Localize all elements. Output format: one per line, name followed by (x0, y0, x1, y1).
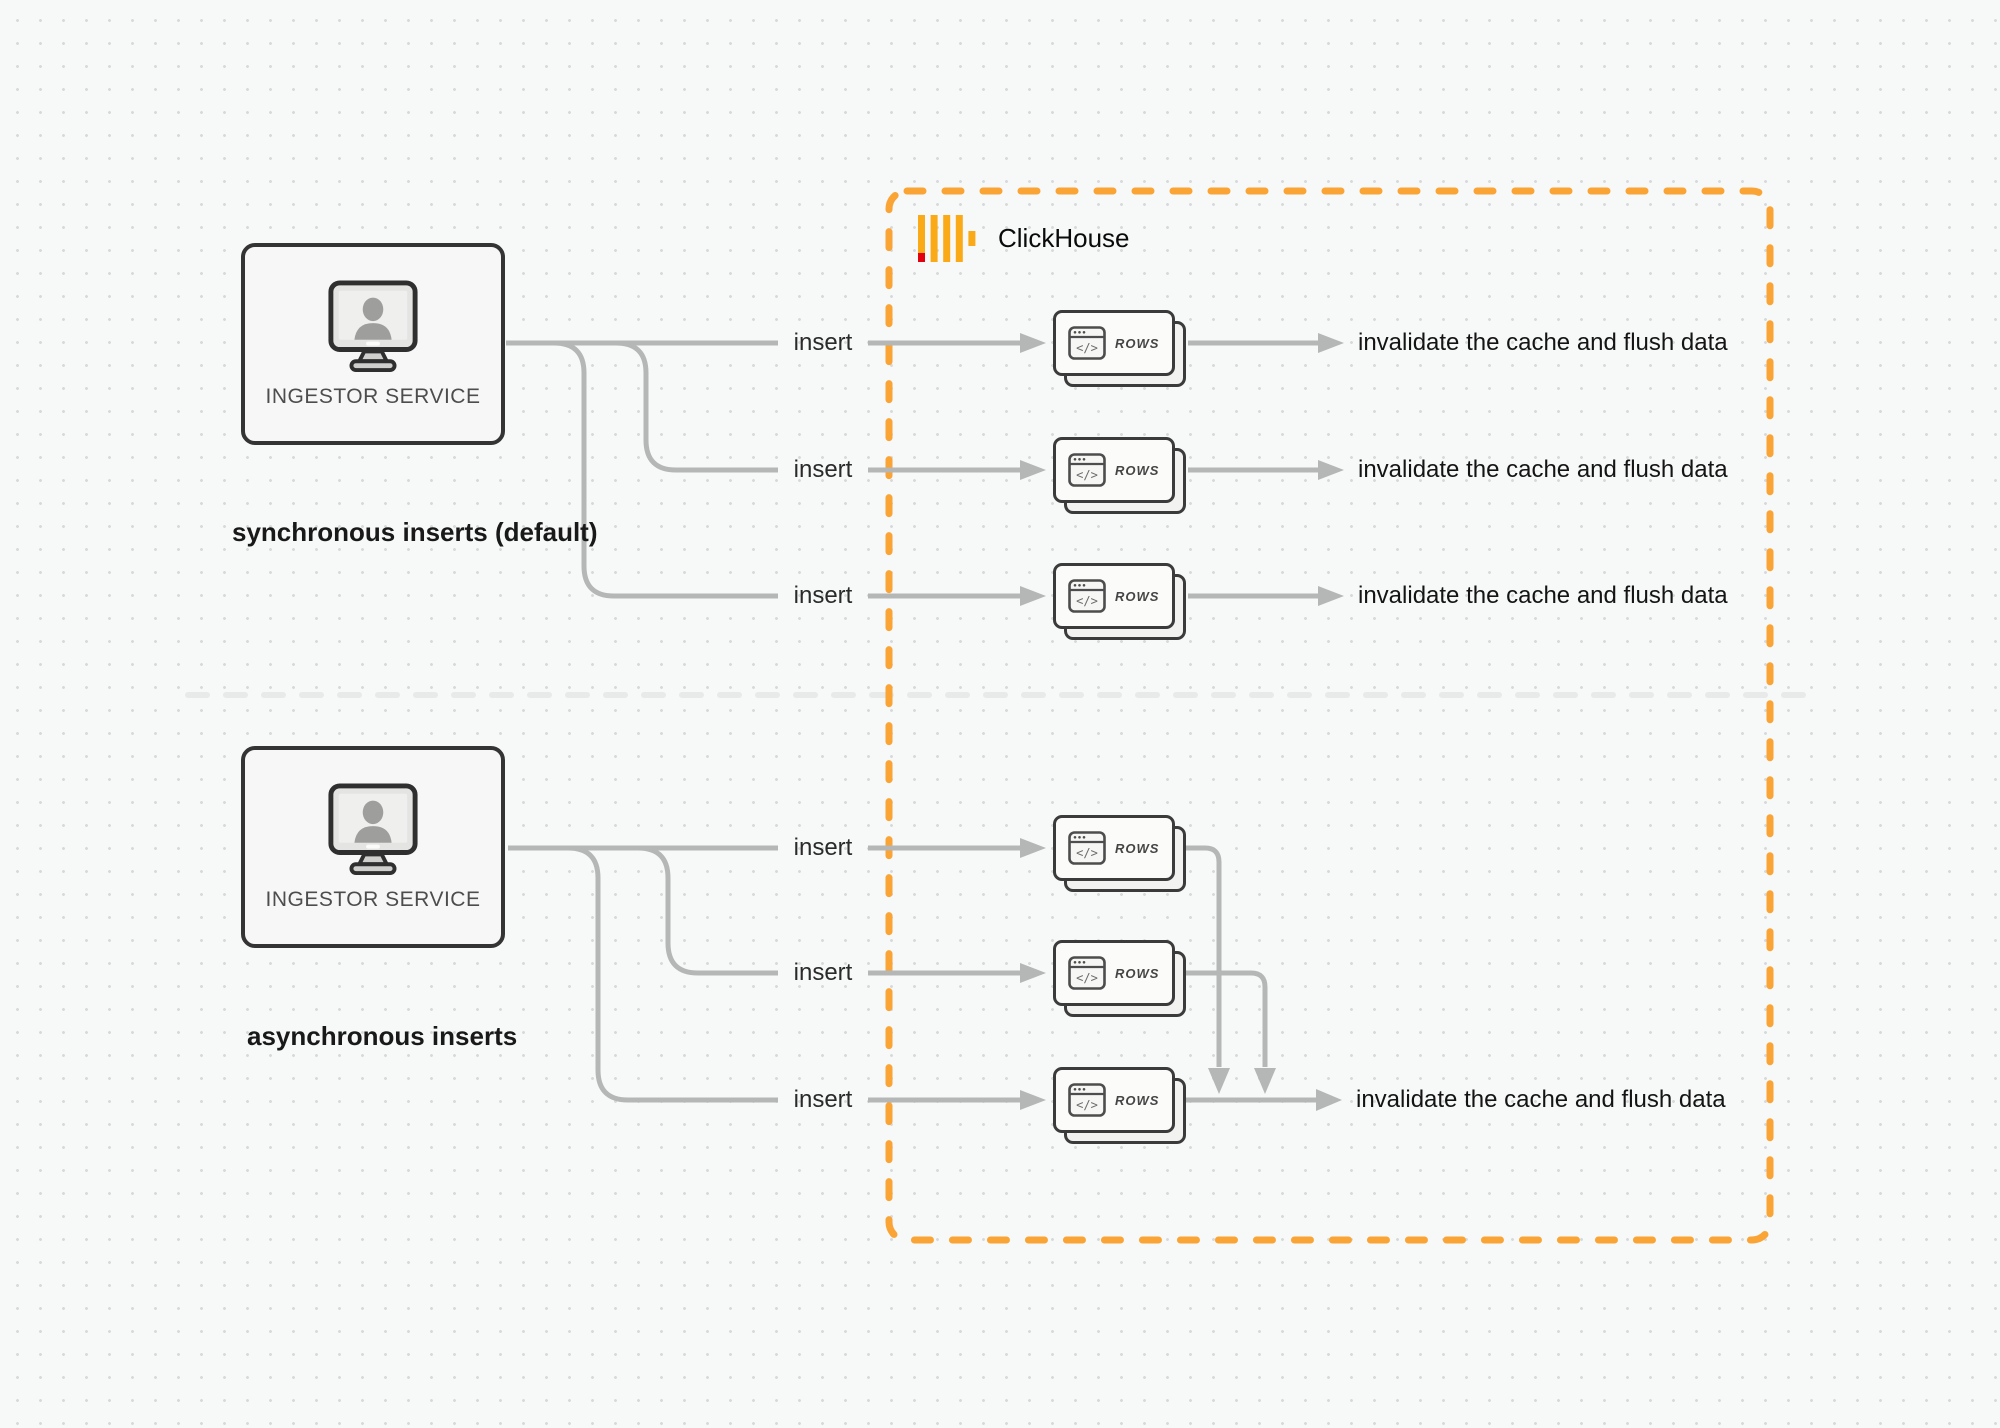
svg-text:</>: </> (1076, 971, 1098, 985)
connector-async-row2 (508, 845, 778, 976)
insert-label: insert (793, 834, 853, 861)
monitor-user-icon (328, 783, 418, 876)
caption-asynchronous: asynchronous inserts (247, 1021, 518, 1051)
svg-text:</>: </> (1076, 846, 1098, 860)
node-rows-async-2: </> ROWS (1053, 940, 1186, 1017)
result-label: invalidate the cache and flush data (1358, 329, 1728, 356)
caption-synchronous: synchronous inserts (default) (232, 517, 598, 547)
arrowhead-icon (1318, 333, 1344, 353)
arrowhead-icon (1020, 963, 1046, 983)
result-label: invalidate the cache and flush data (1358, 456, 1728, 483)
arrowhead-down-icon (1254, 1068, 1276, 1094)
rows-card-front: </> ROWS (1053, 815, 1175, 881)
ingestor-service-label: INGESTOR SERVICE (265, 385, 481, 408)
insert-label: insert (793, 959, 853, 986)
code-window-icon: </> (1068, 1083, 1106, 1117)
rows-card-front: </> ROWS (1053, 437, 1175, 503)
code-window-icon: </> (1068, 831, 1106, 865)
insert-label: insert (793, 456, 853, 483)
svg-text:</>: </> (1076, 1098, 1098, 1112)
code-window-icon: </> (1068, 956, 1106, 990)
clickhouse-logo-icon (918, 215, 976, 262)
arrowhead-icon (1316, 1089, 1342, 1111)
arrowhead-icon (1020, 586, 1046, 606)
ingestor-service-label: INGESTOR SERVICE (265, 888, 481, 911)
connector-async-merge2 (1186, 970, 1268, 1067)
connector-sync-row2 (506, 340, 778, 473)
rows-label: ROWS (1115, 335, 1160, 351)
insert-label: insert (793, 329, 853, 356)
rows-label: ROWS (1115, 1092, 1160, 1108)
arrowhead-icon (1020, 1090, 1046, 1110)
arrowhead-icon (1318, 586, 1344, 606)
insert-label: insert (793, 1086, 853, 1113)
monitor-user-icon (328, 280, 418, 373)
clickhouse-label: ClickHouse (998, 223, 1130, 253)
svg-text:</>: </> (1076, 594, 1098, 608)
connector-sync-row3 (506, 340, 778, 599)
result-label: invalidate the cache and flush data (1356, 1086, 1726, 1113)
arrowhead-down-icon (1208, 1068, 1230, 1094)
node-rows-async-3: </> ROWS (1053, 1067, 1186, 1144)
rows-label: ROWS (1115, 588, 1160, 604)
rows-card-front: </> ROWS (1053, 940, 1175, 1006)
arrowhead-icon (1020, 333, 1046, 353)
clickhouse-container-border (885, 187, 1774, 1244)
node-ingestor-service-sync: INGESTOR SERVICE (241, 243, 505, 445)
connector-async-merge1 (1186, 845, 1222, 1067)
node-ingestor-service-async: INGESTOR SERVICE (241, 746, 505, 948)
svg-text:</>: </> (1076, 341, 1098, 355)
result-label: invalidate the cache and flush data (1358, 582, 1728, 609)
rows-label: ROWS (1115, 840, 1160, 856)
rows-label: ROWS (1115, 462, 1160, 478)
arrowhead-icon (1020, 460, 1046, 480)
clickhouse-header: ClickHouse (918, 215, 1130, 262)
code-window-icon: </> (1068, 579, 1106, 613)
node-rows-sync-1: </> ROWS (1053, 310, 1186, 387)
code-window-icon: </> (1068, 453, 1106, 487)
code-window-icon: </> (1068, 326, 1106, 360)
insert-label: insert (793, 582, 853, 609)
arrowhead-icon (1318, 460, 1344, 480)
node-rows-sync-3: </> ROWS (1053, 563, 1186, 640)
node-rows-async-1: </> ROWS (1053, 815, 1186, 892)
rows-card-front: </> ROWS (1053, 310, 1175, 376)
svg-text:</>: </> (1076, 468, 1098, 482)
arrowhead-icon (1020, 838, 1046, 858)
node-rows-sync-2: </> ROWS (1053, 437, 1186, 514)
rows-card-front: </> ROWS (1053, 563, 1175, 629)
rows-card-front: </> ROWS (1053, 1067, 1175, 1133)
rows-label: ROWS (1115, 965, 1160, 981)
connector-async-row3 (508, 845, 778, 1103)
